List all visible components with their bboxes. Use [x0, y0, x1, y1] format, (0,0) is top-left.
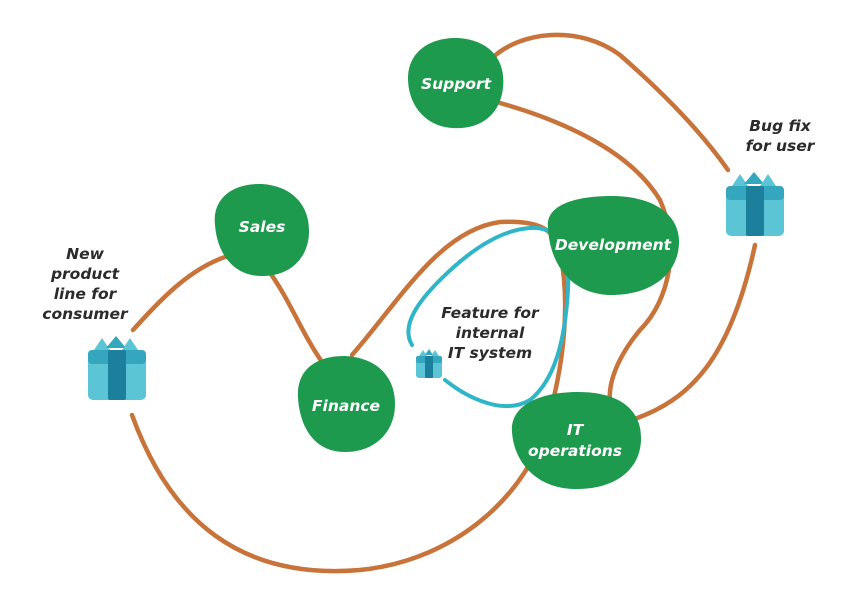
node-support: Support [408, 37, 504, 129]
node-support-label: Support [421, 75, 492, 93]
new-product-line3: line for [54, 285, 118, 303]
node-development-label: Development [555, 236, 672, 254]
bug-fix-line2: for user [746, 137, 816, 155]
node-sales: Sales [214, 183, 310, 277]
outcome-feature: Feature for internal IT system [441, 304, 540, 362]
node-it-operations-label-line2: operations [528, 442, 622, 460]
bug-fix-line1: Bug fix [749, 117, 812, 135]
node-it-operations-label-line1: IT [567, 421, 585, 439]
gift-box-icon [416, 349, 442, 378]
feature-line3: IT system [448, 344, 532, 362]
new-product-line1: New [66, 245, 104, 263]
outcome-bug-fix: Bug fix for user [746, 117, 816, 155]
node-sales-label: Sales [239, 218, 286, 236]
node-finance: Finance [297, 356, 395, 452]
node-it-operations: IT operations [511, 392, 642, 490]
outcome-new-product: New product line for consumer [42, 245, 129, 323]
node-finance-label: Finance [312, 397, 380, 415]
feature-line1: Feature for [441, 304, 540, 322]
feature-line2: internal [456, 324, 525, 342]
new-product-line4: consumer [42, 305, 129, 323]
new-product-line2: product [50, 265, 120, 283]
node-development: Development [547, 196, 680, 296]
gift-box-icon [726, 172, 784, 236]
gift-box-icon [88, 336, 146, 400]
